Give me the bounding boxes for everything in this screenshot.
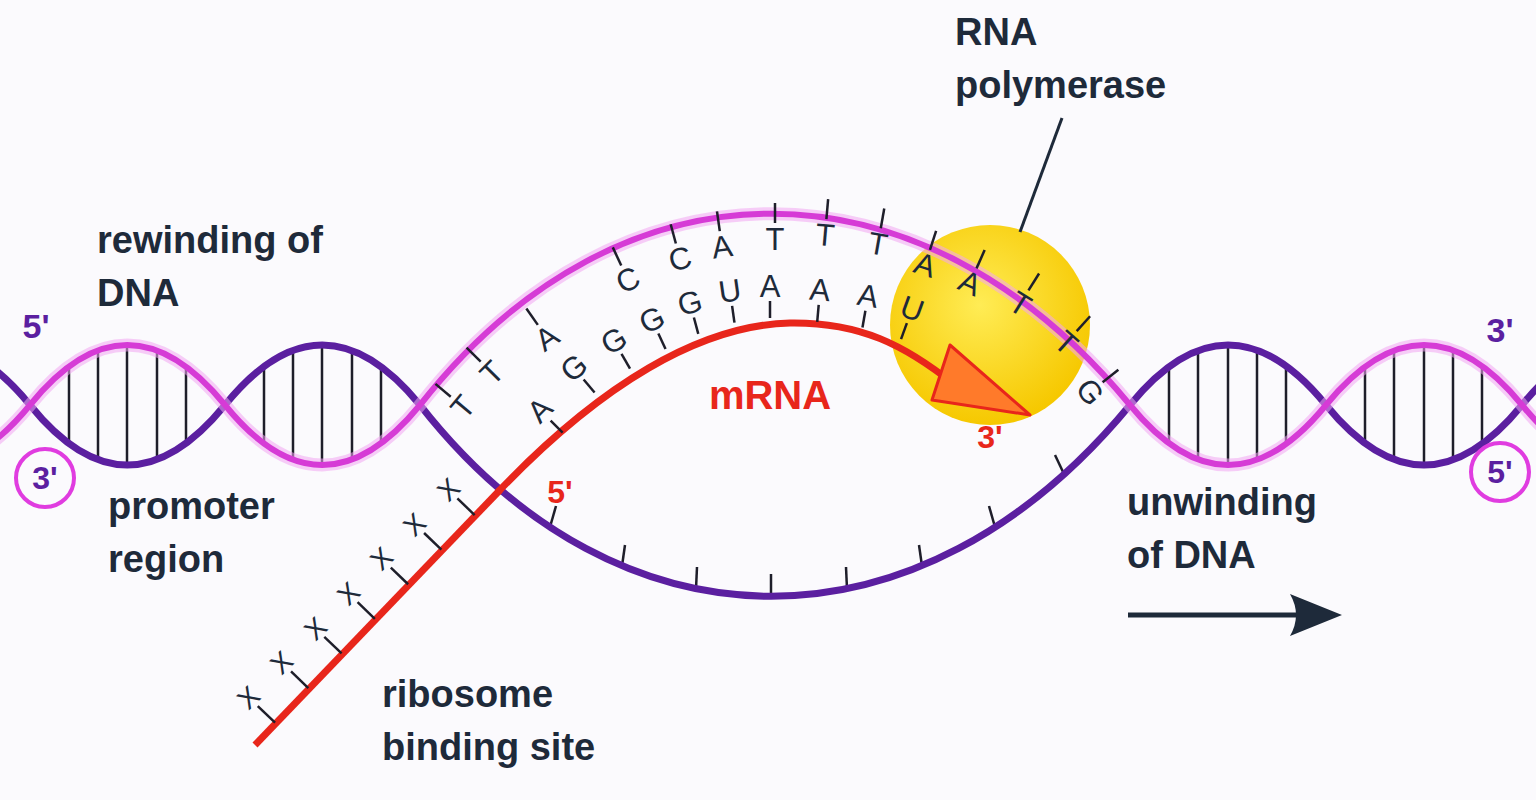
base-tick: [324, 637, 341, 654]
base-tick: [551, 421, 563, 433]
rung: [126, 345, 129, 465]
dna-base-letter: C: [611, 261, 644, 299]
rna-base-letter: G: [674, 285, 705, 321]
rna-base-letter: U: [717, 274, 743, 308]
base-tick: [881, 209, 884, 229]
base-tick: [826, 199, 828, 219]
base-tick: [526, 309, 537, 325]
tick-group: [258, 199, 1119, 723]
dna-strand-glow: [0, 214, 1536, 465]
rung: [1452, 350, 1455, 460]
dna-base-letter: T: [866, 227, 890, 261]
dna-base-letter: A: [530, 319, 565, 356]
rung: [351, 350, 354, 460]
base-tick: [467, 348, 481, 362]
rna-base-letter: A: [808, 274, 831, 307]
dna-strand: [0, 345, 1536, 596]
rung: [321, 345, 324, 465]
rung: [1393, 350, 1396, 460]
rung: [292, 350, 295, 460]
strand-end-label: 3': [1487, 313, 1514, 347]
leader-line: [1020, 118, 1062, 232]
site-label: ribosome binding site: [382, 668, 662, 774]
base-tick: [671, 224, 676, 243]
base-tick: [717, 211, 720, 231]
rung: [1197, 350, 1200, 460]
rung: [97, 350, 100, 460]
dna-base-letter: T: [766, 224, 785, 255]
dna-strand: [0, 214, 1536, 465]
base-tick: [774, 203, 777, 223]
base-tick: [817, 305, 818, 322]
base-tick: [358, 602, 375, 619]
rung: [1256, 350, 1259, 460]
base-tick: [930, 231, 936, 250]
strand-end-label: 5': [1468, 440, 1532, 504]
base-tick: [291, 671, 308, 688]
base-tick: [1077, 316, 1090, 331]
base-tick: [901, 323, 907, 339]
strand-end-label: 5': [23, 309, 50, 343]
strand-end-circle: 3': [13, 446, 77, 510]
process-label: unwinding of DNA: [1127, 476, 1357, 582]
mrna-label: mRNA: [709, 375, 831, 415]
region-label: promoter region: [108, 480, 338, 586]
dna-base-letter: T: [445, 390, 481, 424]
base-tick: [769, 301, 772, 318]
dna-base-letter: A: [710, 230, 735, 264]
base-tick: [435, 384, 450, 397]
rna-base-letter: G: [555, 348, 593, 387]
base-tick: [770, 574, 773, 596]
rung: [263, 367, 266, 443]
mrna-strand: [498, 323, 955, 492]
base-tick: [391, 568, 408, 585]
strand-end-label: 3': [977, 421, 1002, 453]
dna-base-letter: C: [665, 241, 695, 277]
rna-base-letter: A: [855, 279, 881, 313]
base-tick: [732, 306, 734, 323]
base-tick: [977, 250, 985, 268]
rung: [380, 367, 383, 443]
process-label: rewinding of DNA: [97, 214, 327, 320]
base-tick: [622, 354, 631, 369]
dna-base-letter: T: [814, 219, 836, 252]
direction-arrow: [1128, 613, 1315, 618]
rung: [156, 350, 159, 460]
component-label: RNA polymerase: [955, 6, 1225, 112]
base-tick: [258, 706, 275, 723]
base-tick: [694, 317, 698, 333]
base-tick: [1103, 370, 1119, 382]
rung: [1481, 367, 1484, 443]
base-tick: [457, 498, 474, 515]
rna-base-letter: A: [760, 271, 781, 302]
rung: [1168, 367, 1171, 443]
base-tick: [862, 311, 865, 328]
strand-end-circle: 5': [1468, 440, 1532, 504]
direction-arrowhead: [1290, 594, 1342, 636]
strand-end-label: 5': [547, 476, 572, 508]
rung: [1285, 367, 1288, 443]
mrna-arrowhead: [932, 345, 1030, 415]
dna-base-letter: T: [474, 355, 509, 390]
base-tick: [584, 379, 595, 392]
base-tick: [1028, 273, 1039, 290]
rna-base-letter: G: [596, 322, 632, 361]
strand-end-label: 3': [13, 446, 77, 510]
rna-base-letter: G: [635, 301, 670, 339]
rung: [1423, 345, 1426, 465]
base-tick: [658, 334, 665, 349]
template-ticks: [550, 455, 1064, 596]
base-tick: [613, 247, 621, 265]
rung: [1227, 345, 1230, 465]
rung: [1364, 367, 1367, 443]
base-tick: [424, 533, 441, 550]
rung: [68, 367, 71, 443]
rung: [185, 367, 188, 443]
